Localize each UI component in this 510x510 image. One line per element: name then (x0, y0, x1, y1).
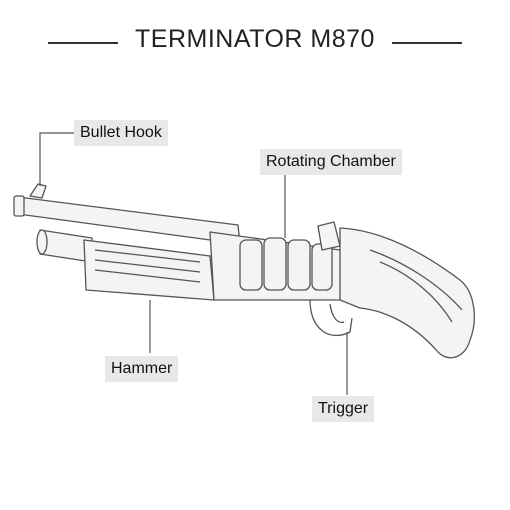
label-trigger: Trigger (312, 396, 375, 422)
label-hammer: Hammer (105, 356, 179, 382)
chamber-cylinder-2 (263, 237, 287, 291)
title-rule-right (392, 42, 462, 44)
chamber-cylinder-1 (239, 239, 263, 291)
diagram-title: TERMINATOR M870 (125, 25, 385, 53)
label-bullet-hook: Bullet Hook (74, 120, 168, 146)
chamber-cylinder-3 (287, 239, 311, 291)
trigger-guard (309, 299, 353, 337)
trigger (329, 303, 345, 324)
bullet-hook (29, 183, 47, 199)
chamber-cylinder-4 (311, 243, 333, 291)
leader-bullet-hook (39, 132, 74, 186)
muzzle (13, 195, 25, 217)
title-block: TERMINATOR M870 (0, 22, 510, 62)
pump-forend (83, 239, 215, 301)
hammer-block (317, 221, 341, 251)
title-rule-left (48, 42, 118, 44)
stock (339, 227, 475, 359)
label-rotating-chamber: Rotating Chamber (260, 149, 402, 175)
